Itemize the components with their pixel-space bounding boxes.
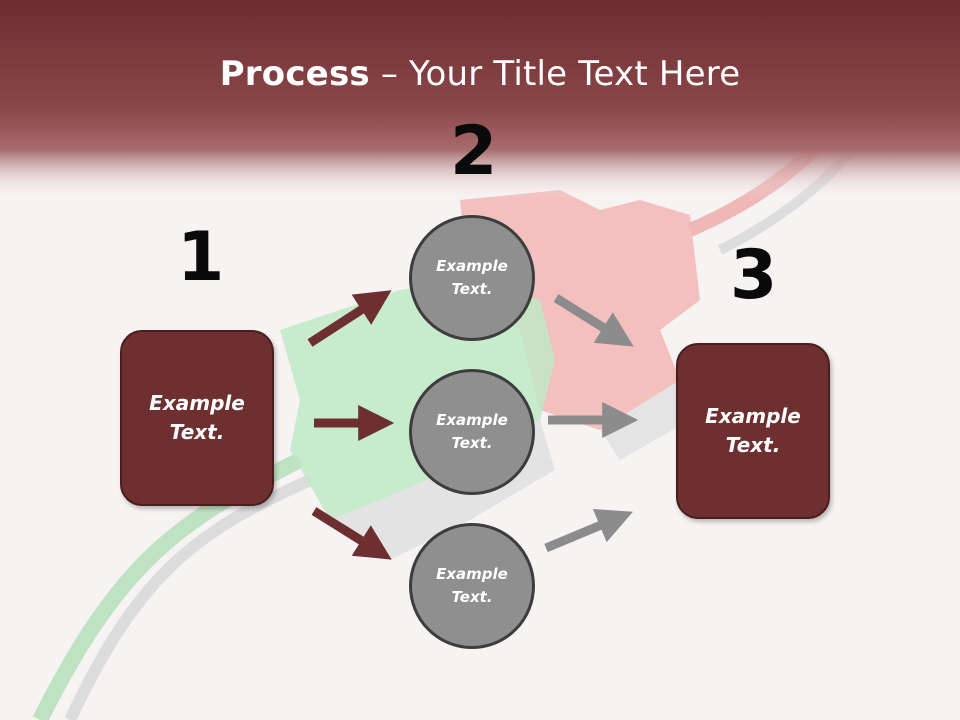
step-number-3: 3 [730,236,778,315]
circle-2-text: Example Text. [436,411,508,452]
circle-1: Example Text. [409,215,535,341]
title-rest: – Your Title Text Here [369,54,741,94]
left-step-box: Example Text. [120,330,274,506]
circle-3: Example Text. [409,523,535,649]
left-step-text: Example Text. [149,391,245,444]
circle-1-text: Example Text. [436,257,508,298]
slide-title: Process – Your Title Text Here [0,54,960,94]
right-step-text: Example Text. [705,404,801,457]
step-number-2: 2 [450,112,498,191]
step-number-1: 1 [177,218,225,297]
right-step-box: Example Text. [676,343,830,519]
circle-3-text: Example Text. [436,565,508,606]
circle-2: Example Text. [409,369,535,495]
title-bold: Process [219,54,370,94]
